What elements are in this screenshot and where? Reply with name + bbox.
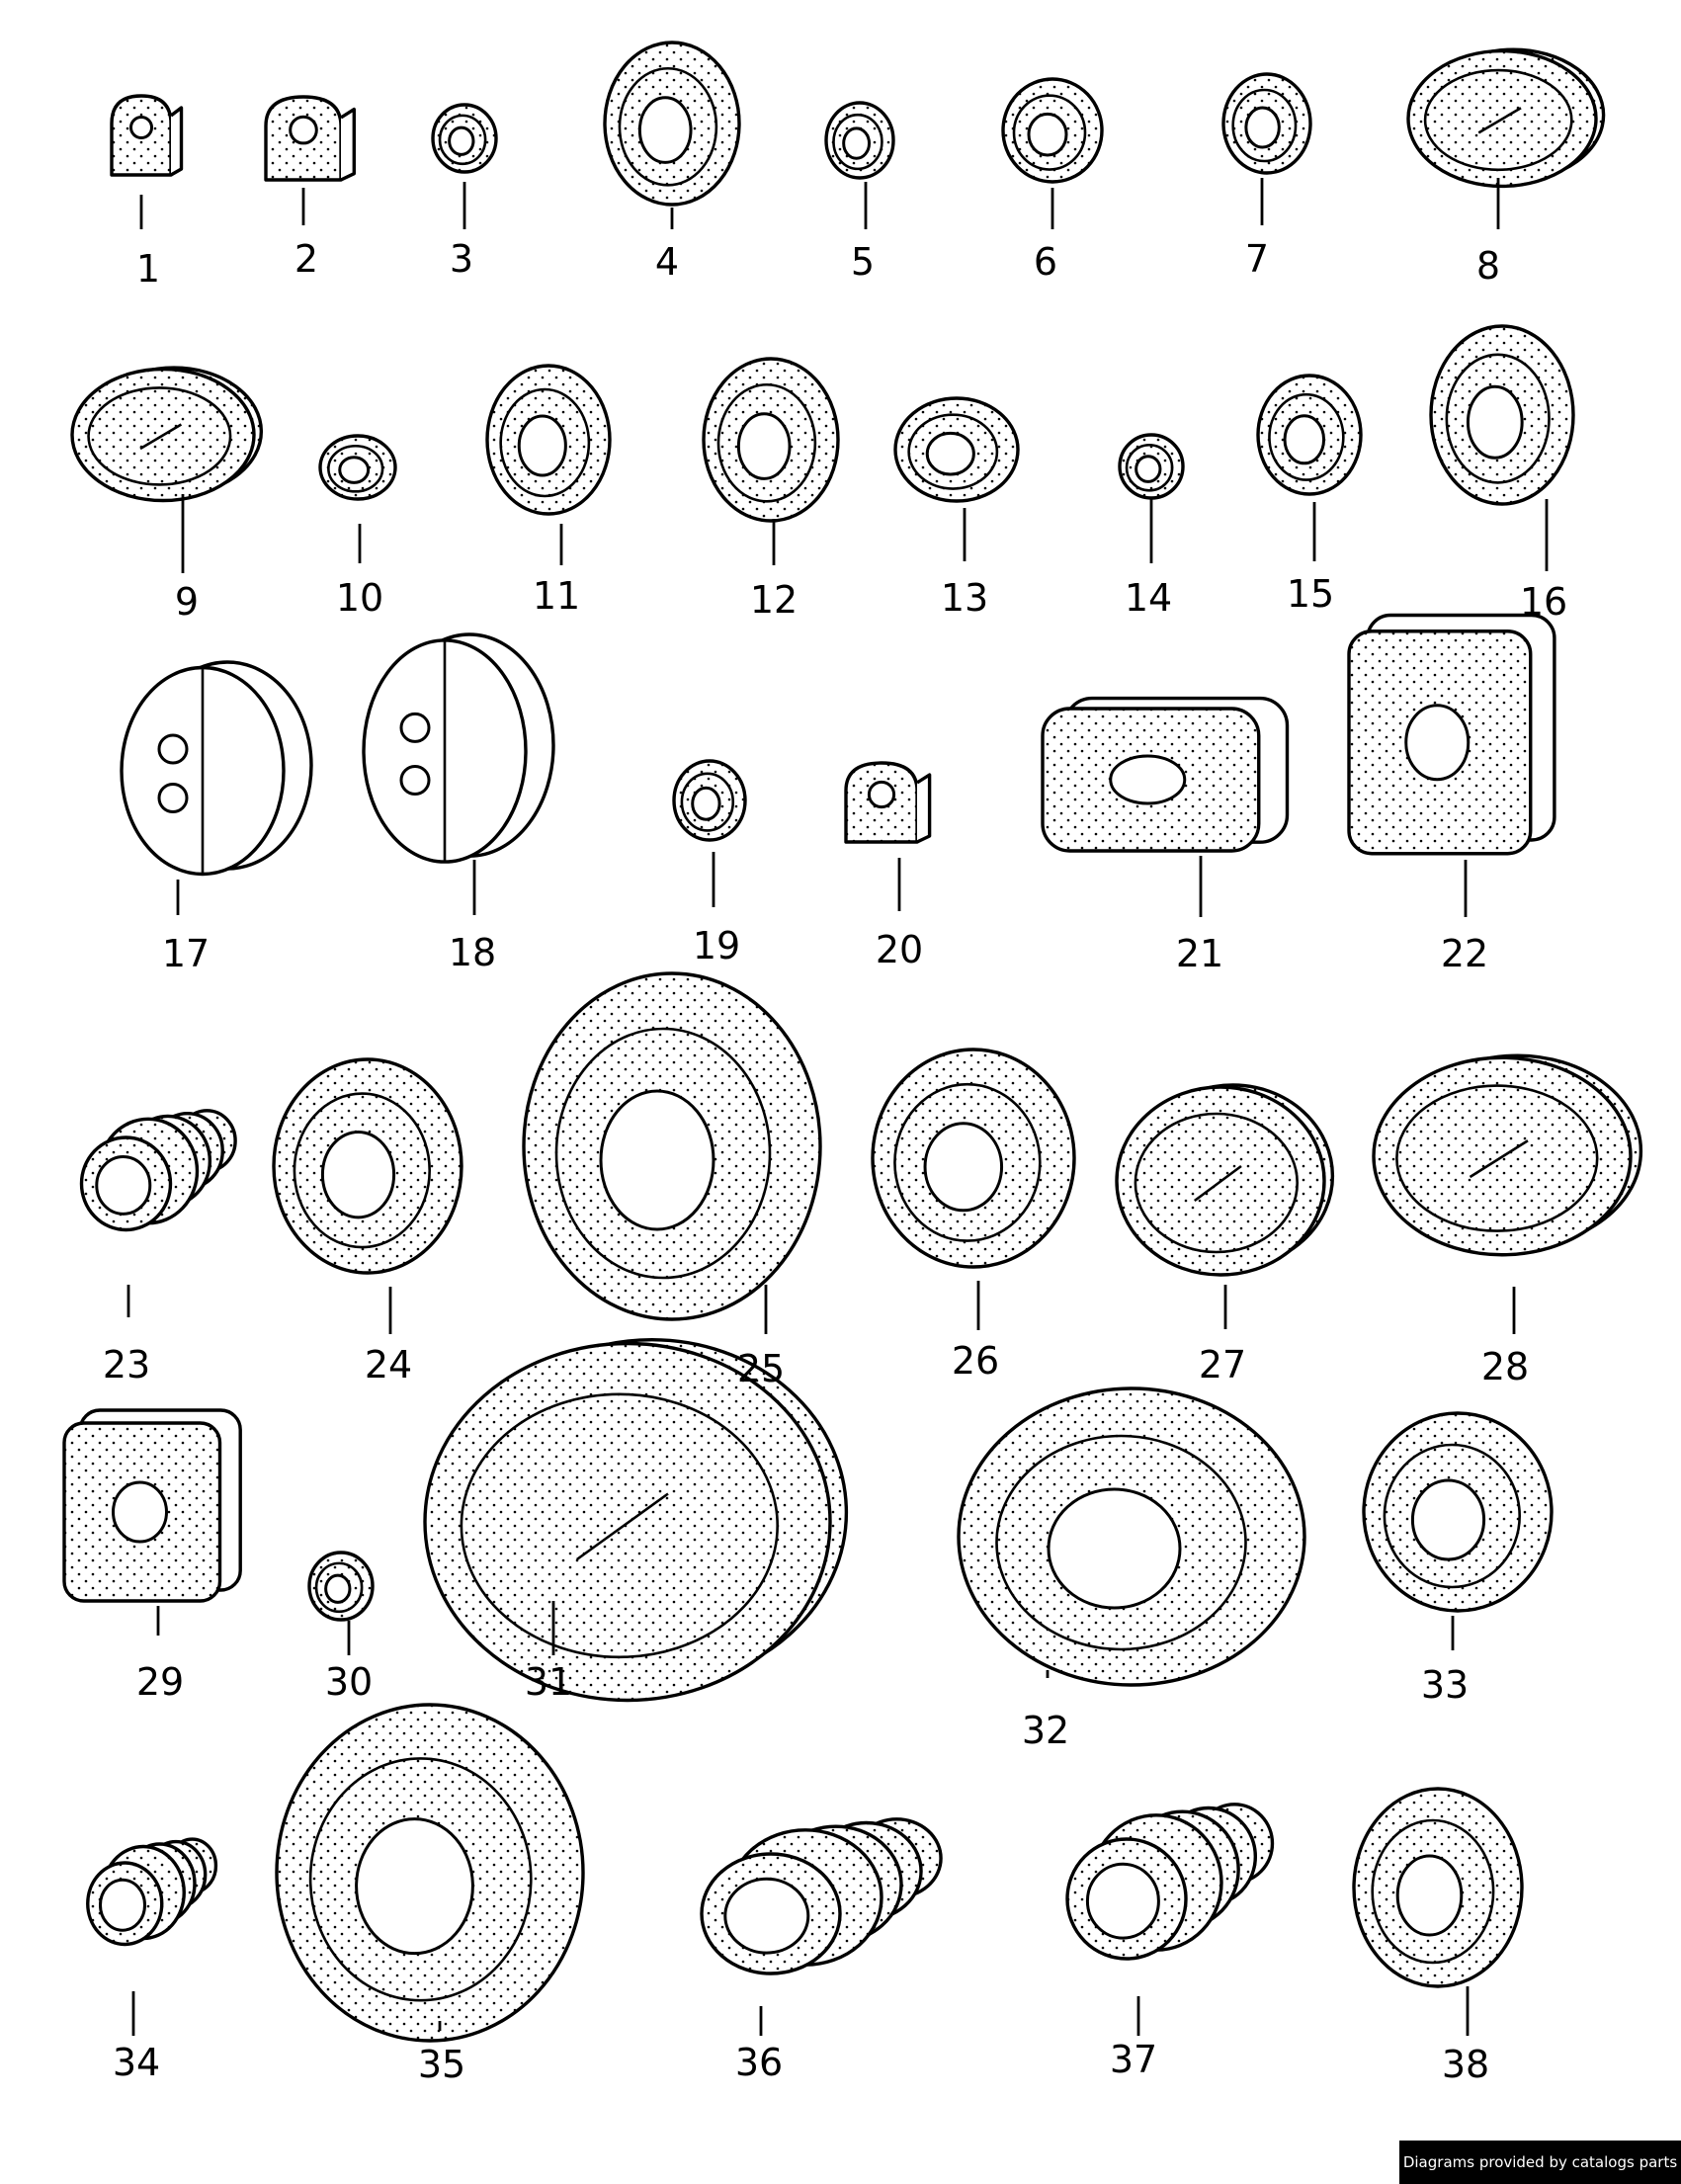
part-10-illustration — [318, 434, 397, 501]
part-29-callout: 29 — [136, 1660, 184, 1704]
part-27-illustration — [1115, 1083, 1335, 1277]
part-13-callout: 13 — [941, 576, 988, 620]
part-32-callout: 32 — [1022, 1709, 1069, 1752]
part-19-illustration — [672, 759, 747, 842]
part-14-illustration — [1118, 433, 1185, 500]
part-22-illustration — [1347, 613, 1556, 856]
part-26-illustration — [871, 1048, 1076, 1269]
part-7-callout: 7 — [1245, 237, 1269, 281]
part-37-illustration — [1065, 1803, 1275, 1961]
part-21-illustration — [1041, 696, 1290, 853]
part-2-callout: 2 — [294, 237, 318, 281]
part-25-callout: 25 — [737, 1347, 785, 1390]
part-38-callout: 38 — [1442, 2043, 1489, 2086]
part-36-illustration — [700, 1817, 943, 1975]
part-31-illustration — [423, 1337, 849, 1703]
part-34-callout: 34 — [113, 2041, 160, 2084]
part-10-callout: 10 — [336, 576, 383, 620]
part-13-illustration — [893, 396, 1020, 503]
part-11-illustration — [485, 364, 612, 516]
leader-lines — [126, 178, 1549, 2036]
part-3-callout: 3 — [450, 237, 473, 281]
part-16-illustration — [1429, 324, 1575, 506]
part-6-callout: 6 — [1034, 240, 1057, 284]
part-14-callout: 14 — [1125, 576, 1172, 620]
part-7-illustration — [1221, 72, 1312, 175]
part-20-illustration — [844, 761, 932, 844]
part-33-callout: 33 — [1421, 1663, 1469, 1707]
part-24-illustration — [272, 1057, 463, 1275]
part-12-illustration — [702, 357, 840, 523]
part-35-callout: 35 — [418, 2043, 465, 2086]
part-29-illustration — [62, 1408, 242, 1603]
part-11-callout: 11 — [533, 574, 580, 618]
diagram-credit: Diagrams provided by catalogs parts — [1399, 2141, 1681, 2184]
part-34-illustration — [86, 1837, 218, 1947]
part-1-illustration — [110, 94, 184, 177]
part-4-illustration — [603, 41, 741, 207]
part-12-callout: 12 — [750, 578, 798, 622]
part-4-callout: 4 — [655, 240, 679, 284]
part-22-callout: 22 — [1441, 932, 1488, 975]
part-32-illustration — [957, 1386, 1306, 1687]
part-3-illustration — [431, 103, 498, 174]
part-17-callout: 17 — [162, 932, 210, 975]
part-illustrations — [62, 41, 1643, 2043]
part-31-callout: 31 — [525, 1660, 572, 1704]
part-5-callout: 5 — [851, 240, 875, 284]
part-38-illustration — [1352, 1787, 1524, 1988]
part-37-callout: 37 — [1110, 2038, 1157, 2081]
part-21-callout: 21 — [1176, 932, 1223, 975]
part-26-callout: 26 — [952, 1339, 999, 1383]
part-18-illustration — [362, 632, 555, 864]
part-24-callout: 24 — [365, 1343, 412, 1386]
part-15-illustration — [1256, 374, 1363, 496]
part-20-callout: 20 — [876, 928, 923, 971]
part-33-illustration — [1362, 1411, 1554, 1613]
part-5-illustration — [824, 101, 895, 180]
part-35-illustration — [275, 1703, 585, 2043]
part-15-callout: 15 — [1287, 572, 1334, 616]
part-36-callout: 36 — [735, 2041, 783, 2084]
part-25-illustration — [522, 971, 822, 1321]
part-28-callout: 28 — [1481, 1345, 1529, 1388]
part-8-callout: 8 — [1476, 244, 1500, 288]
part-8-illustration — [1406, 47, 1606, 189]
part-23-callout: 23 — [103, 1343, 150, 1386]
part-23-illustration — [79, 1109, 237, 1232]
part-30-callout: 30 — [325, 1660, 373, 1704]
part-18-callout: 18 — [449, 931, 496, 974]
part-16-callout: 16 — [1520, 580, 1567, 624]
part-19-callout: 19 — [693, 924, 740, 967]
part-17-illustration — [120, 660, 313, 877]
part-27-callout: 27 — [1199, 1343, 1246, 1386]
part-2-illustration — [264, 95, 356, 182]
part-9-illustration — [70, 366, 264, 503]
part-30-illustration — [307, 1551, 375, 1622]
part-9-callout: 9 — [175, 580, 199, 624]
part-6-illustration — [1001, 77, 1104, 184]
part-28-illustration — [1372, 1053, 1643, 1257]
part-1-callout: 1 — [136, 247, 160, 291]
